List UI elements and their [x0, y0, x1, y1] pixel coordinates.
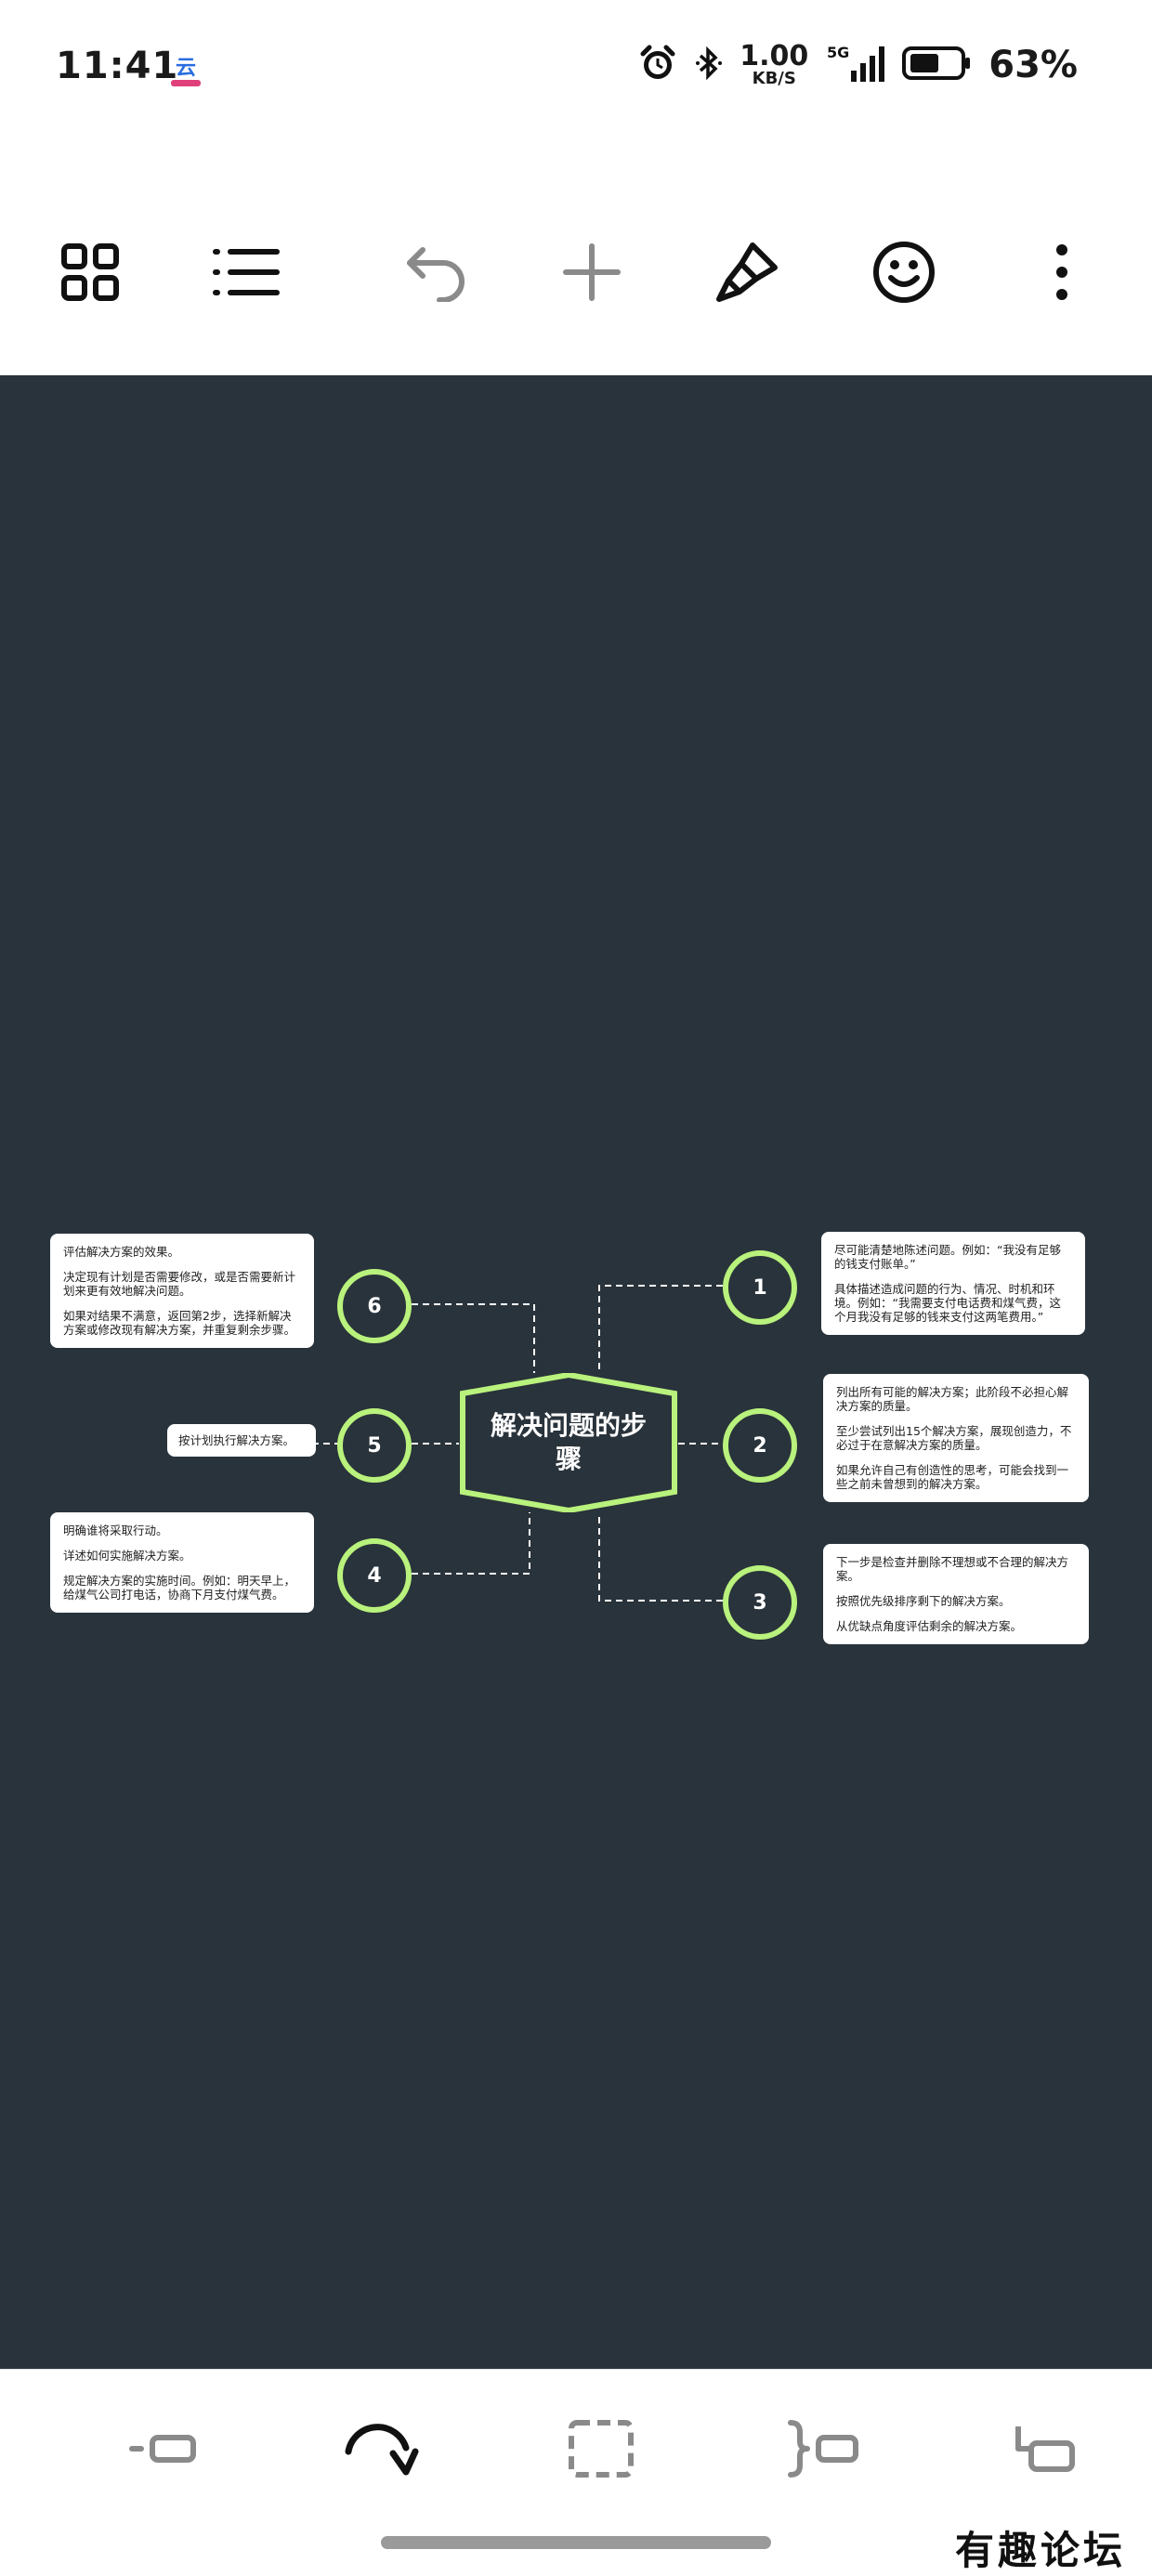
summary-bracket-icon[interactable]	[780, 2412, 864, 2486]
bluetooth-icon	[695, 43, 723, 87]
step-4-card[interactable]: 明确谁将采取行动。 详述如何实施解决方案。 规定解决方案的实施时间。例如：明天早…	[50, 1512, 314, 1613]
step-node-1[interactable]: 1	[723, 1250, 797, 1325]
step-5-card[interactable]: 按计划执行解决方案。	[167, 1424, 316, 1457]
app-notification-icon: 云	[165, 52, 206, 89]
status-bar: 11:41 云 1.00 KB/S 5G 63%	[0, 0, 1152, 139]
mindmap-canvas[interactable]: 解决问题的步骤 1 2 3 4 5 6 尽可能清楚地陈述问题。例如：“我没有足够…	[0, 375, 1152, 2369]
grid-icon[interactable]	[48, 230, 132, 314]
select-area-icon[interactable]	[559, 2412, 643, 2486]
list-icon[interactable]	[204, 230, 288, 314]
redo-icon[interactable]	[338, 2412, 422, 2486]
status-icons: 1.00 KB/S 5G 63%	[637, 37, 1078, 93]
add-icon[interactable]	[550, 230, 634, 314]
step-4-text-1: 明确谁将采取行动。	[63, 1523, 168, 1537]
status-time: 11:41	[56, 45, 179, 87]
step-2-text-3: 如果允许自己有创造性的思考，可能会找到一些之前未曾想到的解决方案。	[836, 1463, 1069, 1491]
add-sibling-icon[interactable]	[121, 2412, 204, 2486]
battery-percent: 63%	[988, 44, 1078, 86]
step-4-text-3: 规定解决方案的实施时间。例如：明天早上，给煤气公司打电话，协商下月支付煤气费。	[63, 1574, 296, 1602]
step-3-text-3: 从优缺点角度评估剩余的解决方案。	[836, 1619, 1023, 1633]
central-topic-label: 解决问题的步骤	[490, 1410, 647, 1474]
mindmap-connectors	[178, 1285, 723, 1602]
signal-5g-icon: 5G	[825, 43, 885, 87]
svg-text:5G: 5G	[827, 44, 849, 61]
step-3-card[interactable]: 下一步是检查并删除不理想或不合理的解决方案。 按照优先级排序剩下的解决方案。 从…	[823, 1544, 1089, 1644]
home-indicator[interactable]	[381, 2536, 771, 2549]
svg-text:云: 云	[176, 57, 196, 80]
step-node-5[interactable]: 5	[337, 1408, 412, 1483]
step-5-text-1: 按计划执行解决方案。	[178, 1433, 295, 1447]
step-6-text-3: 如果对结果不满意，返回第2步，选择新解决方案或修改现有解决方案，并重复剩余步骤。	[63, 1309, 296, 1337]
step-node-2[interactable]: 2	[723, 1408, 797, 1483]
bottom-toolbar	[0, 2369, 1152, 2518]
step-6-card[interactable]: 评估解决方案的效果。 决定现有计划是否需要修改，或是否需要新计划来更有效地解决问…	[50, 1234, 314, 1348]
more-vertical-icon[interactable]	[1020, 230, 1104, 314]
undo-icon[interactable]	[394, 230, 478, 314]
step-1-card[interactable]: 尽可能清楚地陈述问题。例如：“我没有足够的钱支付账单。” 具体描述造成问题的行为…	[821, 1232, 1085, 1335]
alarm-icon	[637, 43, 678, 87]
battery-icon	[901, 43, 972, 87]
step-1-text-1: 尽可能清楚地陈述问题。例如：“我没有足够的钱支付账单。”	[834, 1243, 1061, 1271]
top-toolbar	[0, 214, 1152, 334]
step-2-text-2: 至少尝试列出15个解决方案，展现创造力，不必过于在意解决方案的质量。	[836, 1424, 1072, 1452]
step-2-card[interactable]: 列出所有可能的解决方案；此阶段不必担心解决方案的质量。 至少尝试列出15个解决方…	[823, 1374, 1089, 1502]
step-3-text-1: 下一步是检查并删除不理想或不合理的解决方案。	[836, 1555, 1069, 1583]
step-node-4[interactable]: 4	[337, 1538, 412, 1613]
step-6-text-2: 决定现有计划是否需要修改，或是否需要新计划来更有效地解决问题。	[63, 1270, 296, 1298]
step-4-text-2: 详述如何实施解决方案。	[63, 1549, 191, 1563]
paint-brush-icon[interactable]	[706, 230, 790, 314]
step-1-text-2: 具体描述造成问题的行为、情况、时机和环境。例如：“我需要支付电话费和煤气费，这个…	[834, 1282, 1061, 1324]
central-topic[interactable]: 解决问题的步骤	[459, 1373, 678, 1512]
step-node-3[interactable]: 3	[723, 1565, 797, 1640]
step-6-text-1: 评估解决方案的效果。	[63, 1245, 180, 1259]
forum-watermark: 有趣论坛	[954, 2528, 1126, 2573]
network-speed: 1.00 KB/S	[740, 40, 809, 88]
add-child-icon[interactable]	[1001, 2412, 1085, 2486]
step-3-text-2: 按照优先级排序剩下的解决方案。	[836, 1594, 1011, 1608]
step-2-text-1: 列出所有可能的解决方案；此阶段不必担心解决方案的质量。	[836, 1385, 1069, 1413]
emoji-icon[interactable]	[862, 230, 946, 314]
step-node-6[interactable]: 6	[337, 1269, 412, 1343]
